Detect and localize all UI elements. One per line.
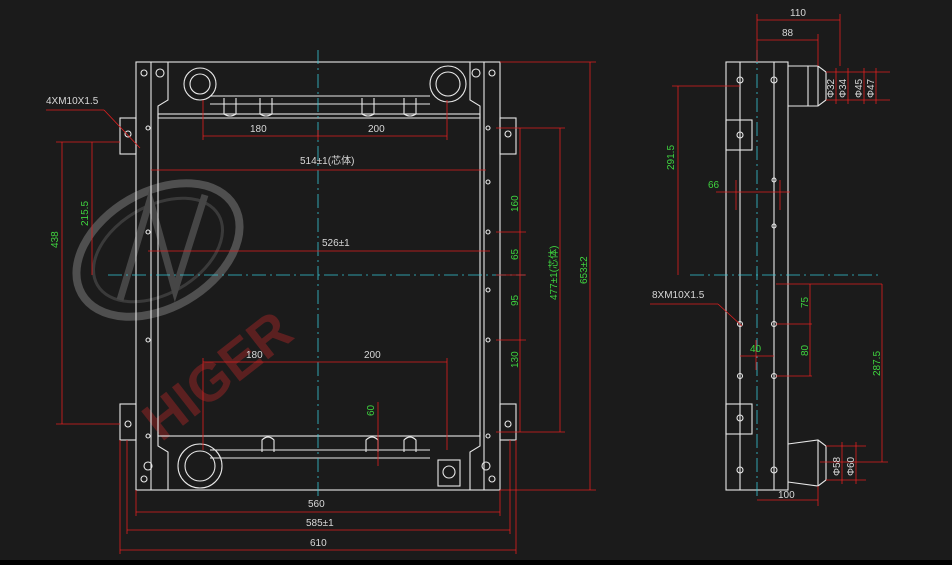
dim-side-110: 110: [790, 8, 806, 19]
right-upper-bracket: [499, 117, 517, 155]
watermark-brand: HIGER: [132, 300, 304, 453]
dim-top-180: 180: [250, 124, 267, 135]
callout-4xm10: 4XM10X1.5: [46, 96, 99, 107]
dim-side-75: 75: [800, 296, 811, 308]
dim-right-653: 653±2: [579, 256, 590, 284]
dim-bottom-180: 180: [246, 350, 263, 361]
dim-side-100: 100: [778, 490, 795, 501]
dim-pipe-47: Φ47: [866, 78, 877, 98]
dim-60: 60: [366, 404, 377, 416]
dim-526: 526±1: [322, 238, 350, 249]
dim-pipe-34: Φ34: [838, 78, 849, 98]
dim-left-438: 438: [50, 231, 61, 248]
bottom-tank: [157, 432, 481, 490]
callout-8xm10: 8XM10X1.5: [652, 290, 705, 301]
dim-right-130: 130: [510, 351, 521, 368]
dim-66: 66: [708, 180, 720, 191]
side-top-pipe: [788, 65, 827, 107]
dim-left-215: 215.5: [80, 201, 91, 226]
dim-560: 560: [308, 499, 325, 510]
dim-side-287-5: 287.5: [872, 351, 883, 376]
dim-top-200: 200: [368, 124, 385, 135]
dim-585: 585±1: [306, 518, 334, 529]
dim-291-5: 291.5: [666, 145, 677, 170]
side-centerlines: [690, 50, 880, 500]
dim-right-160: 160: [510, 195, 521, 212]
dim-514: 514±1(芯体): [300, 154, 354, 167]
top-left-pipe: [183, 67, 217, 101]
dim-610: 610: [310, 538, 327, 549]
top-tank: [157, 62, 481, 119]
dim-pipe-60: Φ60: [846, 456, 857, 476]
dim-side-40: 40: [750, 344, 762, 355]
right-lower-bracket: [499, 403, 517, 441]
dim-pipe-45: Φ45: [854, 78, 865, 98]
dim-right-477: 477±1(芯体): [547, 246, 560, 300]
side-bottom-pipe: [787, 439, 827, 487]
side-view: [725, 61, 827, 491]
dim-right-65: 65: [510, 248, 521, 260]
side-dimension-lines: [650, 14, 890, 506]
front-centerlines: [108, 50, 525, 500]
left-lower-bracket: [119, 403, 137, 441]
bottom-left-pipe: [177, 443, 223, 489]
front-dimension-lines: [46, 61, 596, 554]
dim-pipe-32: Φ32: [826, 78, 837, 98]
dim-side-80: 80: [800, 344, 811, 356]
left-upper-bracket: [119, 117, 137, 155]
dim-bottom-200: 200: [364, 350, 381, 361]
dim-side-88: 88: [782, 28, 794, 39]
dim-right-95: 95: [510, 294, 521, 306]
top-right-pipe: [429, 65, 467, 103]
dim-pipe-58: Φ58: [832, 456, 843, 476]
